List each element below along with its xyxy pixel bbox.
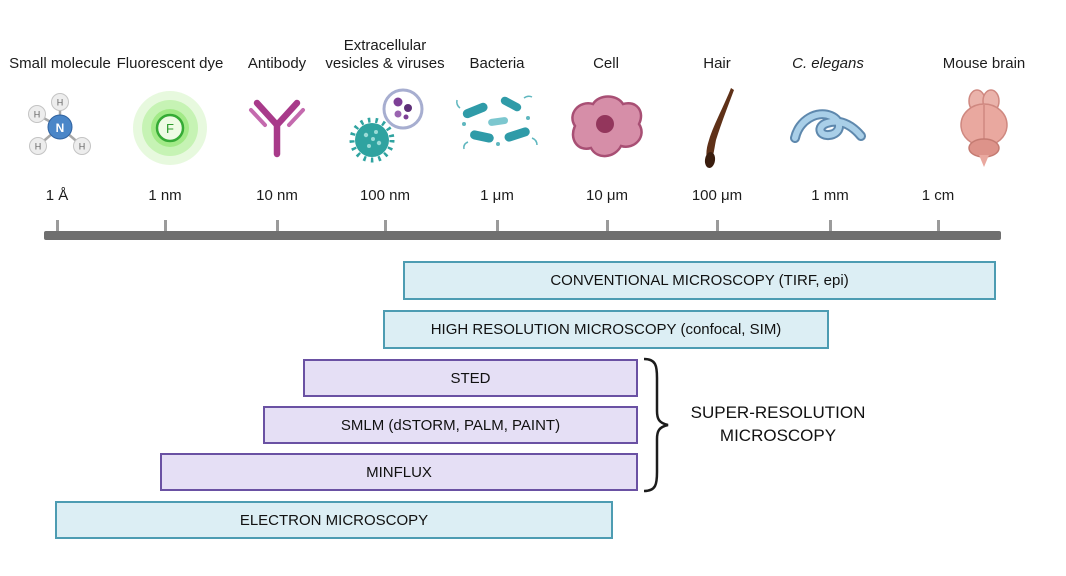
- size-label-10nm: 10 nm: [256, 187, 298, 204]
- svg-text:N: N: [56, 121, 65, 135]
- vesicles-viruses-icon: [342, 78, 428, 178]
- object-label: Bacteria: [469, 55, 525, 73]
- super-resolution-label: SUPER-RESOLUTION MICROSCOPY: [690, 403, 866, 445]
- svg-text:H: H: [79, 142, 86, 152]
- scale-item-small-molecule: Small molecule H H H H N: [0, 8, 122, 178]
- size-label-10um: 10 μm: [586, 187, 628, 204]
- scale-item-cell: Cell: [544, 8, 668, 178]
- super-resolution-brace: [643, 357, 669, 493]
- object-label: Cell: [593, 55, 619, 73]
- bar-sted: STED: [303, 359, 638, 397]
- tick: [56, 220, 59, 231]
- tick: [384, 220, 387, 231]
- svg-text:H: H: [34, 110, 41, 120]
- c-elegans-icon: [789, 78, 867, 178]
- object-label: Hair: [703, 55, 731, 73]
- object-label: Small molecule: [9, 55, 111, 73]
- bar-electron-microscopy: ELECTRON MICROSCOPY: [55, 501, 613, 539]
- size-label-1cm: 1 cm: [921, 187, 955, 204]
- fluorescent-dye-icon: F: [131, 78, 209, 178]
- tick: [716, 220, 719, 231]
- hair-icon: [695, 78, 739, 178]
- bar-high-resolution-microscopy: HIGH RESOLUTION MICROSCOPY (confocal, SI…: [383, 310, 829, 349]
- molecule-icon: H H H H N: [26, 78, 94, 178]
- size-label-1um: 1 μm: [480, 187, 514, 204]
- tick: [606, 220, 609, 231]
- scale-axis: [44, 220, 1001, 240]
- tick: [937, 220, 940, 231]
- size-label-100nm: 100 nm: [359, 187, 411, 204]
- object-label: Mouse brain: [942, 55, 1026, 73]
- antibody-icon: [248, 78, 306, 178]
- scale-item-bacteria: Bacteria: [435, 8, 559, 178]
- size-label-1mm: 1 mm: [811, 187, 849, 204]
- mouse-brain-icon: [953, 78, 1015, 178]
- object-label: C. elegans: [792, 55, 864, 73]
- scale-item-c-elegans: C. elegans: [766, 8, 890, 178]
- tick: [829, 220, 832, 231]
- bacteria-icon: [454, 78, 540, 178]
- scale-item-hair: Hair: [655, 8, 779, 178]
- bar-conventional-microscopy: CONVENTIONAL MICROSCOPY (TIRF, epi): [403, 261, 996, 300]
- object-label: Antibody: [247, 55, 307, 73]
- cell-icon: [565, 78, 647, 178]
- scale-item-fluorescent-dye: Fluorescent dye F: [108, 8, 232, 178]
- size-label-1A: 1 Å: [45, 187, 69, 204]
- object-label: Fluorescent dye: [116, 55, 224, 73]
- tick: [496, 220, 499, 231]
- bar-smlm: SMLM (dSTORM, PALM, PAINT): [263, 406, 638, 444]
- size-label-100um: 100 μm: [691, 187, 743, 204]
- svg-text:F: F: [166, 121, 174, 136]
- svg-text:H: H: [57, 98, 64, 108]
- svg-text:H: H: [35, 142, 42, 152]
- tick: [164, 220, 167, 231]
- scale-item-vesicles-viruses: Extracellular vesicles & viruses: [323, 8, 447, 178]
- scale-item-mouse-brain: Mouse brain: [922, 8, 1046, 178]
- object-label: Extracellular vesicles & viruses: [325, 36, 445, 73]
- bar-minflux: MINFLUX: [160, 453, 638, 491]
- tick: [276, 220, 279, 231]
- scale-item-antibody: Antibody: [215, 8, 339, 178]
- size-label-1nm: 1 nm: [148, 187, 182, 204]
